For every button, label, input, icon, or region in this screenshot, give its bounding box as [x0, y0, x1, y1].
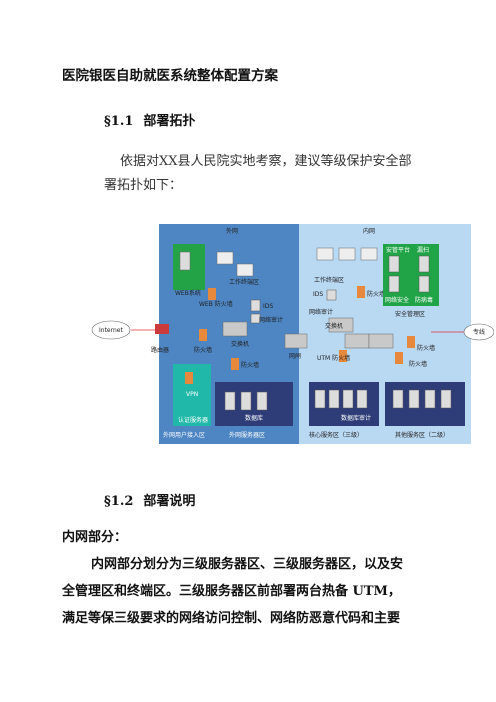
server-icon — [388, 275, 400, 293]
vpn-icon — [185, 372, 193, 384]
security-management-zone — [383, 244, 439, 306]
body-paragraph-line-1: 内网部分划分为三级服务器区、三级服务器区，以及安 — [91, 557, 404, 572]
ids-icon — [326, 289, 337, 301]
web-firewall-label: WEB 防火墙 — [199, 300, 233, 308]
switch-icon — [368, 333, 394, 349]
outer-audit-label: 网络审计 — [259, 316, 283, 324]
switch-icon — [328, 317, 354, 333]
server-icon — [356, 389, 368, 409]
db-audit-label: 数据库审计 — [341, 414, 371, 422]
web-system-label: WEB系统 — [175, 289, 201, 297]
internet-cloud-icon — [91, 320, 131, 340]
utm-label: UTM 防火墙 — [317, 354, 350, 362]
section-number: §1.1 — [104, 114, 134, 129]
web-firewall-icon — [208, 288, 216, 300]
outer-switch-label: 交换机 — [231, 340, 249, 348]
firewall-icon — [407, 336, 415, 348]
body-paragraph-line-2: 全管理区和终端区。三级服务器区前部署两台热备 UTM， — [62, 584, 401, 599]
db-server-label: 数据库 — [245, 414, 263, 422]
core-zone-label: 核心服务区（三级） — [309, 431, 363, 439]
inner-firewall-label-1: 防火墙 — [367, 290, 385, 298]
outer-network-label: 外网 — [226, 227, 238, 235]
outer-ids-label: IDS — [263, 303, 273, 310]
outer-server-zone-label: 外网服务器区 — [229, 431, 265, 439]
server-icon — [342, 389, 354, 409]
document-title: 医院银医自助就医系统整体配置方案 — [62, 68, 278, 84]
inner-firewall-label-2: 防火墙 — [417, 344, 435, 352]
outer-terminal-zone-label: 工作终端区 — [229, 278, 259, 286]
server-icon — [440, 389, 452, 409]
vpn-label: VPN — [186, 391, 198, 398]
server-icon — [392, 389, 404, 409]
outer-firewall-label-1: 防火墙 — [194, 346, 212, 354]
server-icon — [388, 255, 400, 273]
server-icon — [418, 275, 430, 293]
server-icon — [424, 389, 436, 409]
gap-label: 网闸 — [289, 352, 301, 360]
ids-icon — [250, 299, 261, 312]
server-icon — [328, 389, 340, 409]
terminal-icon — [360, 247, 378, 261]
network-topology-diagram: 外网 内网 WEB系统 WEB 防火墙 工作终端区 IDS 网络审计 交换机 防… — [91, 224, 494, 444]
section-heading-deployment-description: §1.2 部署说明 — [104, 490, 195, 509]
body-paragraph-line-3: 满足等保三级要求的网络访问控制、网络防恶意代码和主要 — [62, 611, 401, 626]
firewall-icon — [199, 329, 207, 341]
firewall-icon — [395, 352, 403, 364]
outer-user-zone-label: 外网用户接入区 — [163, 431, 205, 439]
inner-network-label: 内网 — [363, 227, 375, 235]
web-server-icon — [179, 251, 191, 271]
subheading-intranet: 内网部分： — [62, 530, 128, 545]
other-zone-label: 其他服务区（二级） — [395, 431, 449, 439]
server-icon — [408, 389, 420, 409]
server-icon — [418, 255, 430, 273]
router-label: 路由器 — [151, 346, 169, 354]
internet-label: Internet — [99, 327, 123, 334]
terminal-icon — [338, 247, 356, 261]
router-icon — [155, 324, 169, 334]
intro-paragraph-line-1: 依据对XX县人民院实地考察，建议等级保护安全部 — [120, 154, 412, 169]
server-icon — [314, 389, 326, 409]
inner-audit-label: 网络审计 — [309, 308, 333, 316]
server-icon — [240, 391, 252, 411]
firewall-icon — [231, 358, 239, 370]
server-icon — [224, 391, 236, 411]
intro-paragraph-line-2: 署拓扑如下： — [104, 178, 183, 193]
sec-platform-label: 安管平台 — [386, 246, 410, 254]
inner-switch-label: 交换机 — [325, 322, 343, 330]
inner-ids-label: IDS — [313, 291, 323, 298]
section-title: 部署说明 — [143, 494, 196, 509]
net-security-label: 网络安全 — [385, 296, 409, 304]
terminal-icon — [216, 251, 234, 265]
section-number: §1.2 — [104, 494, 134, 509]
utm-icon — [339, 350, 347, 362]
switch-icon — [222, 321, 248, 337]
switch-icon — [344, 333, 370, 349]
section-title: 部署拓扑 — [143, 114, 196, 129]
leased-line-label: 专线 — [473, 328, 485, 336]
firewall-icon — [357, 286, 365, 298]
section-heading-deployment-topology: §1.1 部署拓扑 — [104, 110, 195, 129]
auth-server-label: 认证服务器 — [178, 416, 208, 424]
audit-icon — [250, 313, 261, 324]
antivirus-label: 防病毒 — [415, 296, 433, 304]
terminal-icon — [316, 247, 334, 261]
terminal-icon — [236, 263, 254, 277]
server-icon — [256, 391, 268, 411]
outer-firewall-label-2: 防火墙 — [241, 361, 259, 369]
inner-firewall-label-3: 防火墙 — [409, 360, 427, 368]
sec-mgmt-zone-label: 安全管理区 — [395, 310, 425, 318]
inner-terminal-zone-label: 工作终端区 — [314, 276, 344, 284]
scan-label: 漏扫 — [417, 246, 429, 254]
gap-icon — [284, 333, 308, 349]
